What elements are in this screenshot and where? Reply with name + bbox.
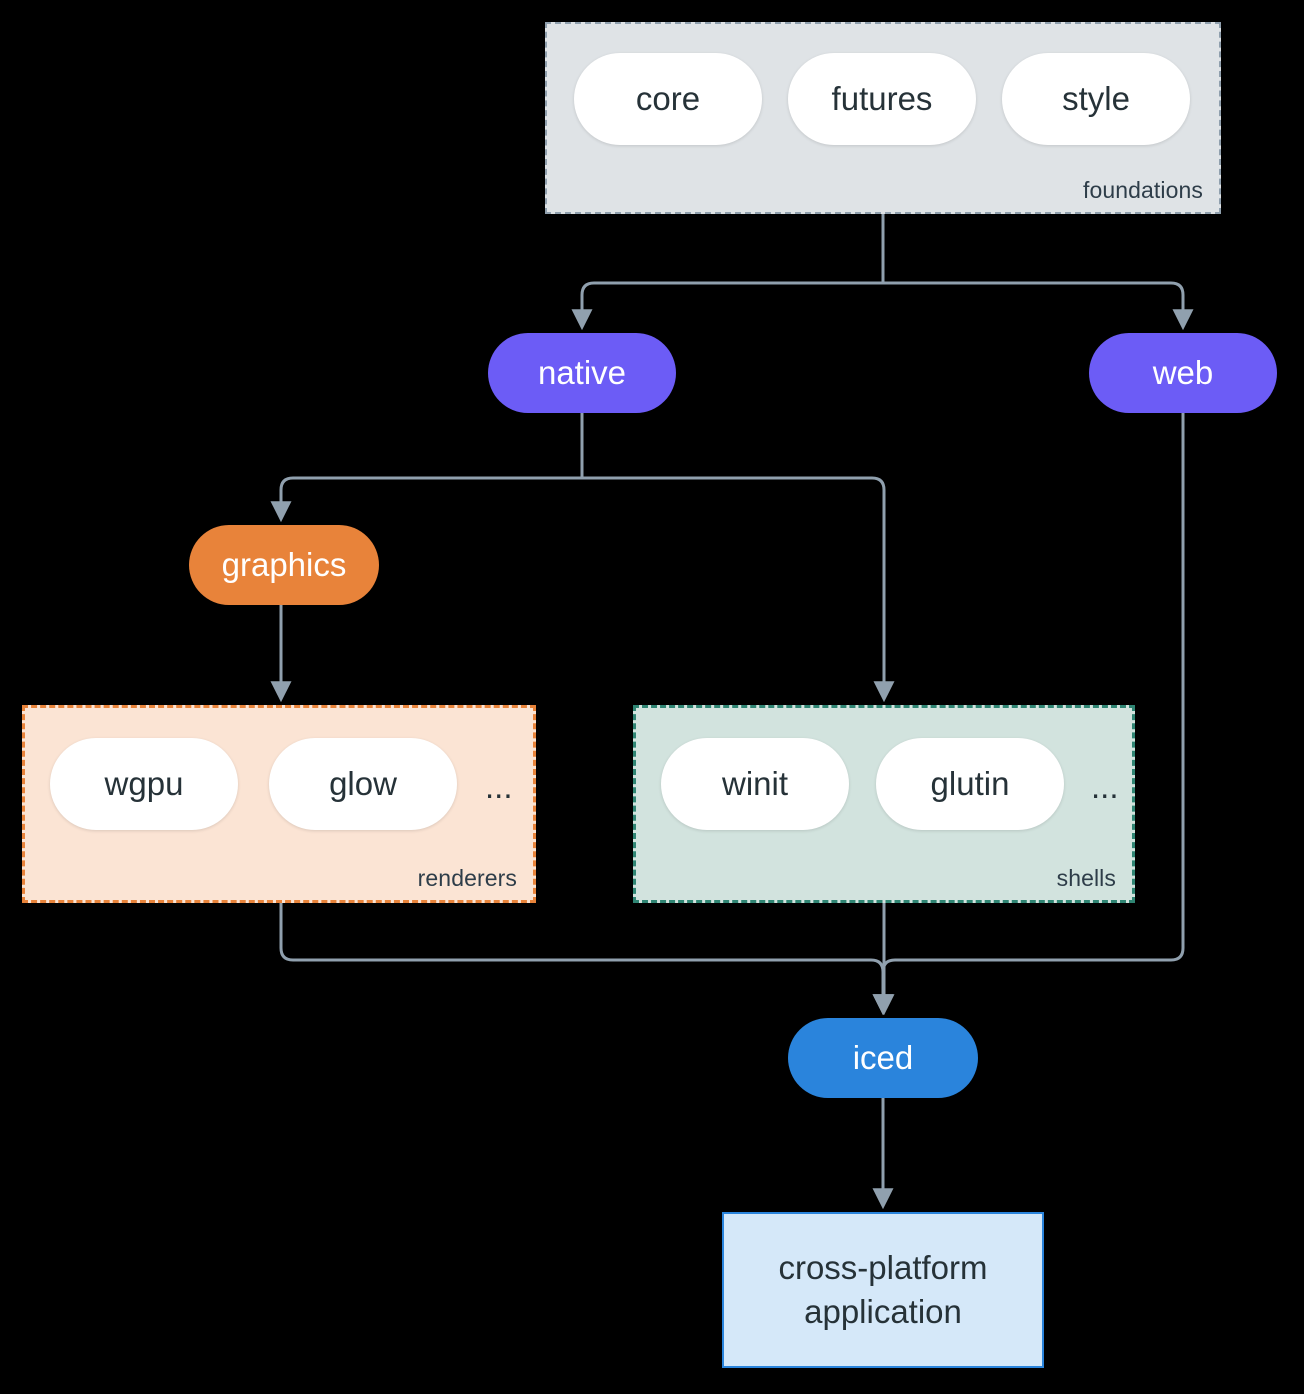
edge-native-graphics	[270, 411, 584, 523]
pill-winit-label: winit	[721, 765, 789, 802]
group-foundations: core futures style foundations	[545, 22, 1221, 214]
group-label-shells: shells	[1056, 865, 1116, 891]
pill-futures-label: futures	[831, 80, 933, 117]
pill-wgpu-label: wgpu	[104, 765, 184, 802]
renderers-ellipsis: ...	[485, 768, 513, 805]
pill-style-label: style	[1062, 80, 1130, 117]
edge-renderers-iced	[279, 901, 894, 1016]
pill-glow[interactable]: glow	[269, 738, 457, 830]
edge-foundations-native	[571, 212, 885, 331]
group-label-renderers: renderers	[417, 865, 517, 891]
node-graphics-label: graphics	[221, 546, 347, 583]
node-graphics[interactable]: graphics	[189, 525, 379, 605]
node-iced-label: iced	[852, 1039, 914, 1076]
node-app-line1: cross-platform	[778, 1249, 988, 1287]
group-shells: winit glutin ... shells	[633, 705, 1135, 903]
pill-glutin-label: glutin	[930, 765, 1010, 802]
pill-glutin[interactable]: glutin	[876, 738, 1064, 830]
edge-foundations-web	[881, 212, 1194, 331]
node-web-label: web	[1152, 354, 1214, 391]
node-cross-platform-application[interactable]: cross-platform application	[722, 1212, 1044, 1368]
node-native[interactable]: native	[488, 333, 676, 413]
node-native-label: native	[537, 354, 627, 391]
shells-ellipsis: ...	[1091, 768, 1119, 805]
group-label-foundations: foundations	[1082, 177, 1203, 203]
node-web[interactable]: web	[1089, 333, 1277, 413]
node-app-line2: application	[804, 1293, 962, 1330]
pill-core-label: core	[635, 80, 701, 117]
pill-wgpu[interactable]: wgpu	[50, 738, 238, 830]
pill-winit[interactable]: winit	[661, 738, 849, 830]
group-renderers: wgpu glow ... renderers	[22, 705, 536, 903]
pill-style[interactable]: style	[1002, 53, 1190, 145]
node-iced[interactable]: iced	[788, 1018, 978, 1098]
pill-futures[interactable]: futures	[788, 53, 976, 145]
edge-native-shells	[580, 411, 895, 703]
pill-glow-label: glow	[329, 765, 397, 802]
pill-core[interactable]: core	[574, 53, 762, 145]
